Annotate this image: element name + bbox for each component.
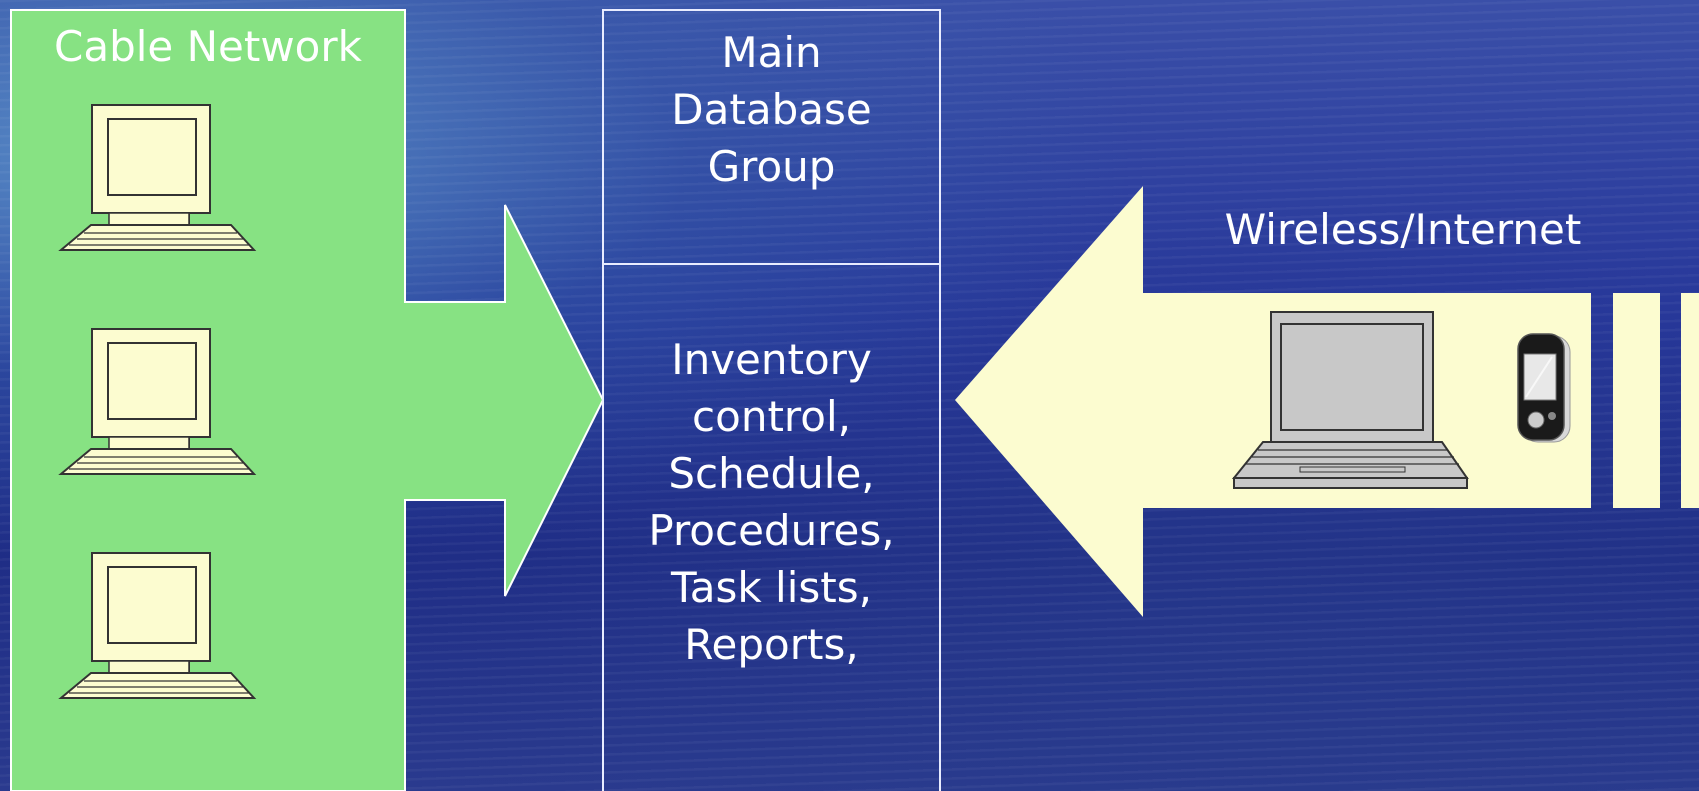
pda-icon: [1517, 333, 1571, 443]
wireless-arrow-stripe: [1681, 293, 1699, 508]
database-contents: Inventory control, Schedule, Procedures,…: [648, 335, 895, 669]
laptop-icon: [1231, 311, 1469, 489]
database-group-title: Main Database Group: [671, 28, 872, 191]
wireless-internet-title: Wireless/Internet: [1224, 205, 1582, 254]
cable-network-title: Cable Network: [54, 22, 362, 71]
wireless-arrow-stripe: [1613, 293, 1660, 508]
main-database-box: [602, 9, 941, 791]
